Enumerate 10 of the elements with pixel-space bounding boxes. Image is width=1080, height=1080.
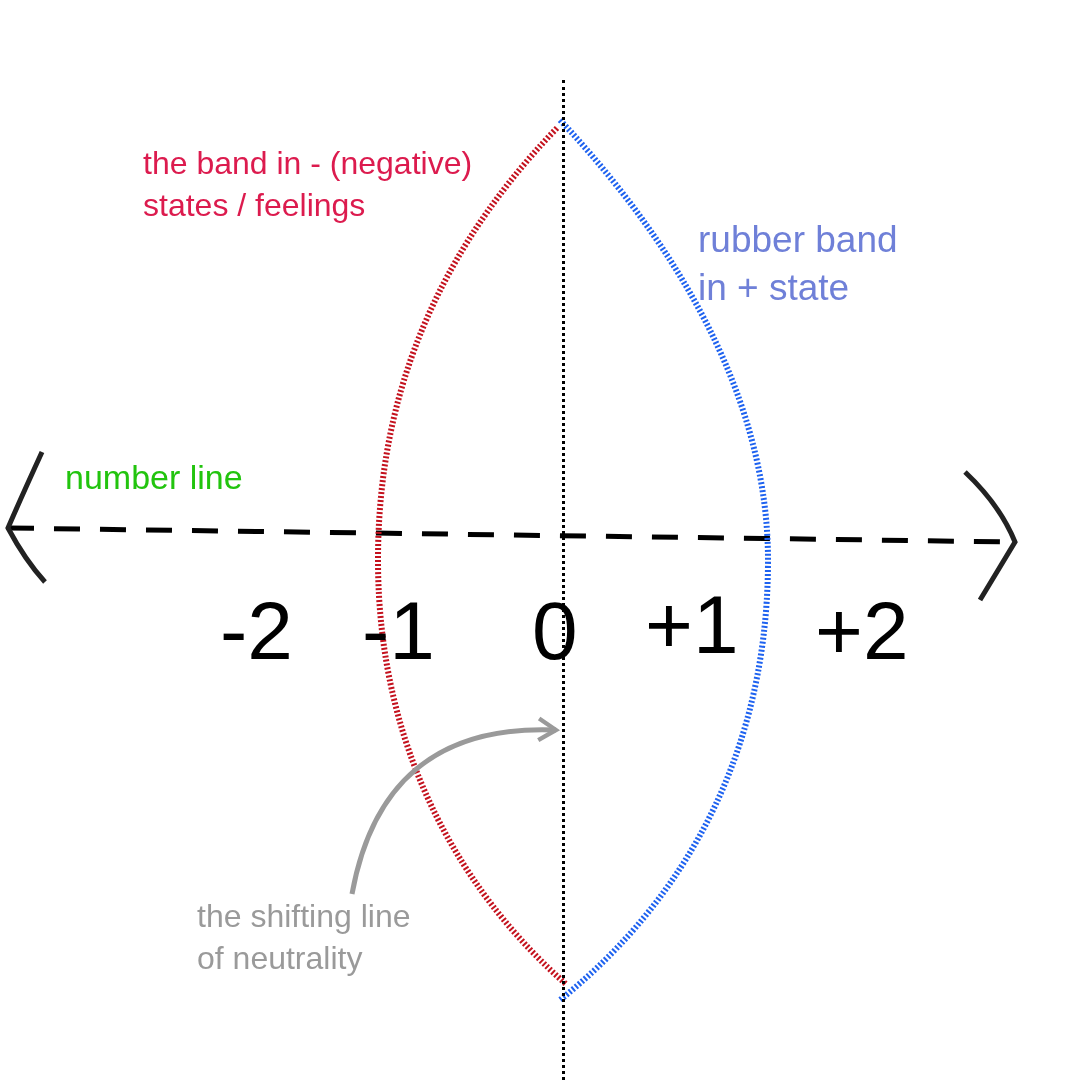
arrow	[349, 717, 559, 895]
tick-label: -1	[362, 584, 435, 678]
tick-label: +1	[645, 578, 739, 672]
tick-label: 0	[532, 584, 578, 678]
band-label: the band in - (negative) states / feelings	[143, 144, 474, 225]
tick-label: +2	[815, 584, 909, 678]
axis-label: number line	[65, 457, 243, 498]
tick-label: -2	[220, 584, 293, 678]
annotation-text: the shifting line of neutrality	[197, 896, 437, 980]
band-label: rubber band in + state	[698, 218, 899, 311]
